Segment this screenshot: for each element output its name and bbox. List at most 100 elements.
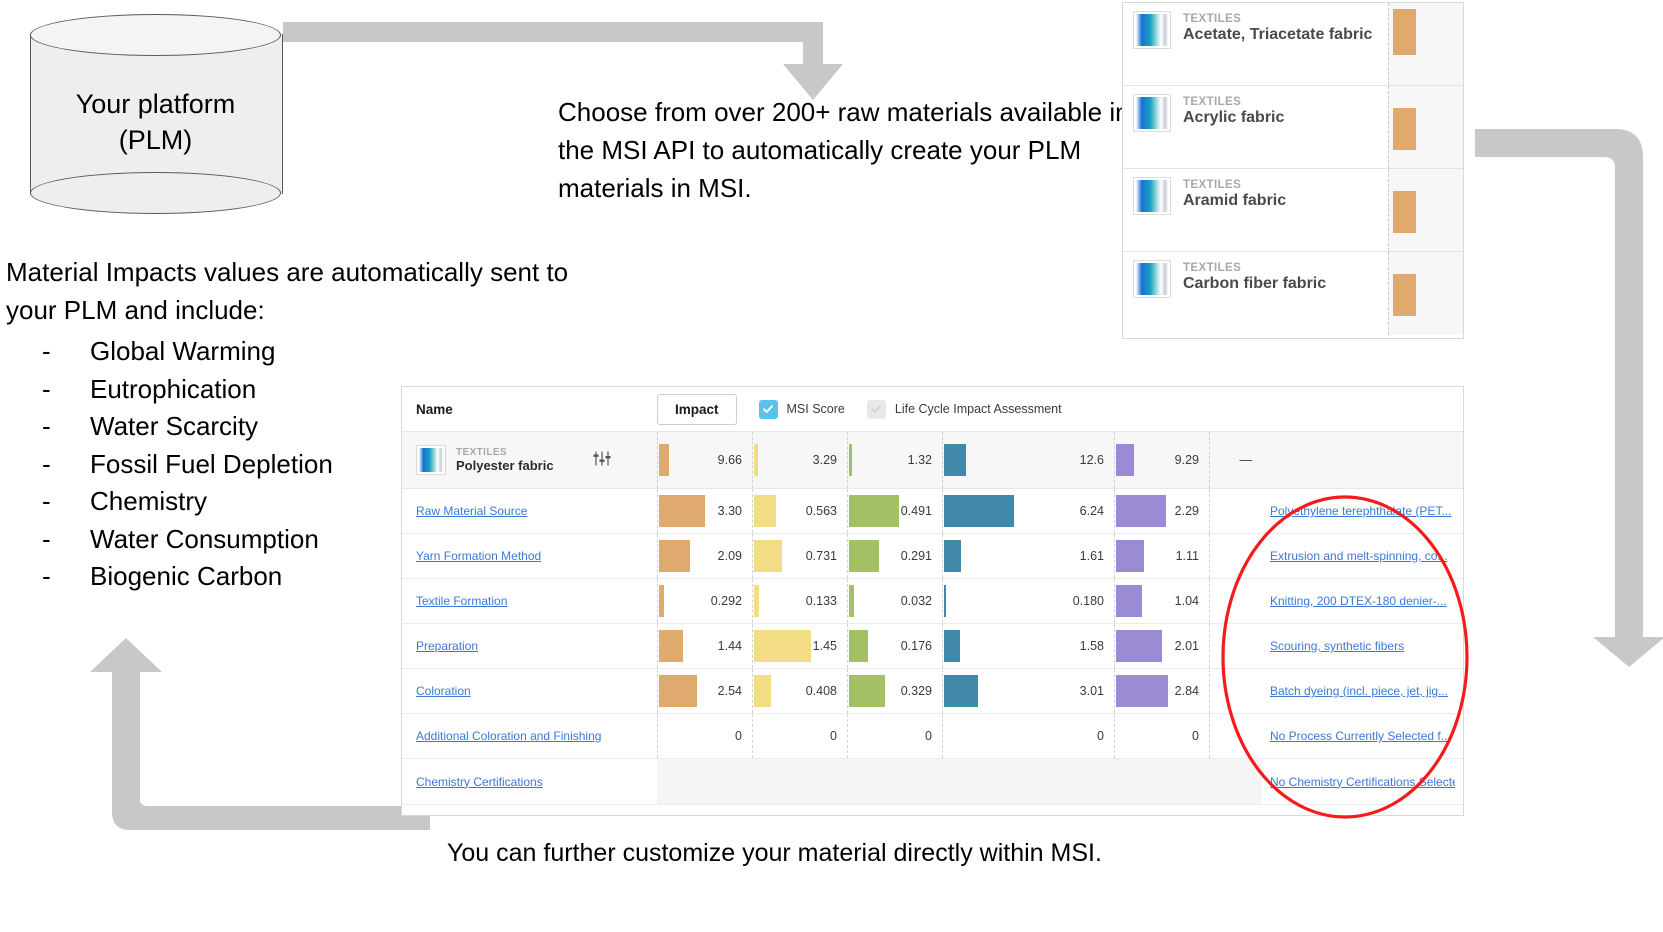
metric-value: 6.24: [1079, 504, 1104, 518]
metric-value: 1.44: [717, 639, 742, 653]
metric-value: 0.491: [900, 504, 932, 518]
metric-value: 0: [1097, 729, 1104, 743]
chemistry-certifications-row[interactable]: Chemistry Certifications No Chemistry Cer…: [402, 759, 1463, 805]
process-link[interactable]: Extrusion and melt-spinning, co...: [1270, 549, 1448, 563]
material-impact-bar: [1393, 9, 1416, 55]
metric-bar: [659, 675, 697, 707]
checkbox-icon[interactable]: [758, 399, 778, 419]
certs-link[interactable]: Chemistry Certifications: [416, 774, 543, 789]
process-cell: Scouring, synthetic fibers: [1270, 624, 1455, 668]
impacts-list-item: - Fossil Fuel Depletion: [42, 446, 472, 484]
process-cell: Batch dyeing (incl. piece, jet, jig...: [1270, 669, 1455, 713]
plm-database-cylinder: Your platform (PLM): [30, 14, 283, 214]
metric-cell: 3.29: [752, 432, 847, 488]
impact-button[interactable]: Impact: [657, 393, 737, 425]
list-bullet-dash: -: [42, 448, 51, 479]
metric-value: 0.032: [900, 594, 932, 608]
metric-bar: [1116, 540, 1144, 572]
metric-cell: 0: [657, 714, 752, 758]
material-category-label: TEXTILES: [1183, 13, 1242, 25]
process-link[interactable]: Polyethylene terephthalate (PET...: [1270, 504, 1452, 518]
stage-link[interactable]: Raw Material Source: [416, 504, 528, 518]
plm-label-line2: (PLM): [118, 125, 193, 155]
metric-cell: 2.01: [1114, 624, 1209, 668]
stage-link[interactable]: Yarn Formation Method: [416, 549, 542, 563]
stage-link[interactable]: Textile Formation: [416, 594, 508, 608]
metric-value: 0.176: [900, 639, 932, 653]
stage-link[interactable]: Coloration: [416, 684, 471, 698]
metric-bar: [754, 630, 811, 662]
metric-cell: 1.44: [657, 624, 752, 668]
stage-label-cell: Raw Material Source: [416, 489, 656, 533]
metric-value: 3.30: [717, 504, 742, 518]
metric-cell: 0: [1114, 714, 1209, 758]
material-category-label: TEXTILES: [1183, 96, 1242, 108]
process-link[interactable]: No Process Currently Selected f...: [1270, 729, 1451, 743]
metric-bar: [849, 585, 854, 617]
impacts-list-item: -Eutrophication: [42, 371, 472, 409]
metric-cell: [1209, 714, 1262, 758]
checkbox-icon[interactable]: [866, 399, 886, 419]
certs-process-cell: No Chemistry Certifications Selected: [1270, 759, 1455, 804]
impacts-list-item-label: Water Scarcity: [90, 411, 259, 441]
checkbox-label: Life Cycle Impact Assessment: [894, 402, 1062, 416]
stage-label-cell: Coloration: [416, 669, 656, 713]
impacts-list-item-label: Biogenic Carbon: [90, 561, 283, 591]
impact-checkbox-msi-score[interactable]: MSI Score: [758, 399, 845, 419]
process-link[interactable]: Scouring, synthetic fibers: [1270, 639, 1405, 653]
sliders-icon[interactable]: [592, 449, 612, 472]
fabric-gradient-swatch-icon: [1133, 94, 1171, 132]
metric-bar: [754, 585, 759, 617]
metric-bar: [659, 630, 683, 662]
impacts-list-item: -Global Warming: [42, 333, 472, 371]
metric-cell: 0.032: [847, 579, 942, 623]
impacts-list-item-label: Fossil Fuel Depletion: [90, 448, 333, 479]
metric-value: 0.329: [900, 684, 932, 698]
metric-cell: 3.01: [942, 669, 1114, 713]
metric-cell: [1209, 579, 1262, 623]
metric-value: 0.180: [1072, 594, 1104, 608]
impact-checkbox-group: MSI Score Life Cycle Impact Assessment: [737, 399, 1062, 419]
metric-bar: [1116, 585, 1142, 617]
metric-cell: 1.04: [1114, 579, 1209, 623]
stage-label-cell: Yarn Formation Method: [416, 534, 656, 578]
stage-link[interactable]: Additional Coloration and Finishing: [416, 729, 602, 743]
process-cell: Knitting, 200 DTEX-180 denier-...: [1270, 579, 1455, 623]
metric-value: 0: [735, 729, 742, 743]
metric-cell: 1.32: [847, 432, 942, 488]
plm-label: Your platform (PLM): [30, 86, 281, 158]
metric-value: 1.61: [1079, 549, 1104, 563]
process-link[interactable]: Batch dyeing (incl. piece, jet, jig...: [1270, 684, 1449, 698]
metric-value: 2.84: [1174, 684, 1199, 698]
process-cell: No Process Currently Selected f...: [1270, 714, 1455, 758]
process-link[interactable]: Knitting, 200 DTEX-180 denier-...: [1270, 594, 1447, 608]
metric-value: 0.291: [900, 549, 932, 563]
stage-link[interactable]: Preparation: [416, 639, 479, 653]
metric-bar: [944, 630, 960, 662]
metric-value: 0.292: [710, 594, 742, 608]
impacts-list-item: -Water Consumption: [42, 521, 472, 559]
certs-process-link[interactable]: No Chemistry Certifications Selected: [1270, 774, 1455, 789]
arrow-plm-to-materials: [283, 22, 843, 100]
impact-checkbox-lcia[interactable]: Life Cycle Impact Assessment: [866, 399, 1062, 419]
metric-cell: —: [1209, 432, 1262, 488]
metric-bar: [659, 495, 705, 527]
impacts-list-item-label: Chemistry: [90, 486, 208, 516]
